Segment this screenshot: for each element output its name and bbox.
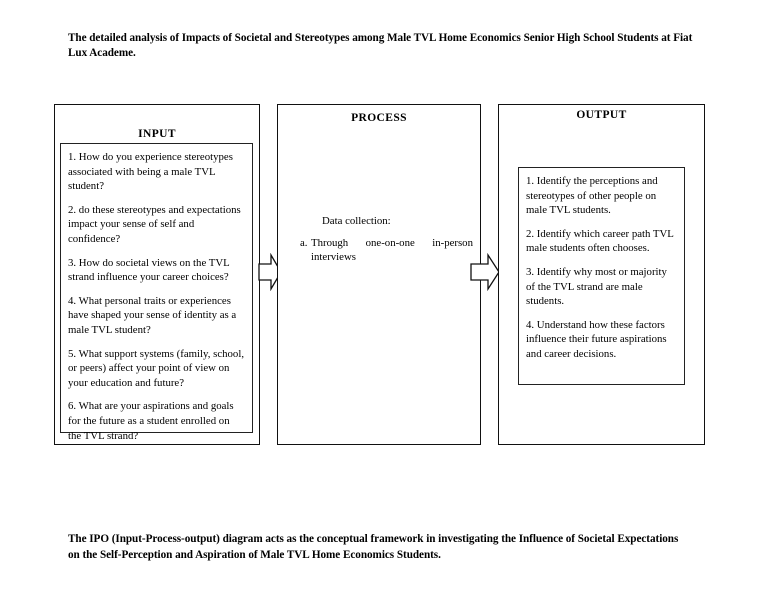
input-stage-heading: INPUT bbox=[138, 128, 176, 140]
output-results-panel: 1. Identify the perceptions and stereoty… bbox=[518, 167, 685, 385]
right-arrow-icon bbox=[258, 253, 282, 291]
process-step-line-1: Through one-on-one in-person bbox=[311, 236, 473, 251]
list-item: 3. Identify why most or majority of the … bbox=[526, 265, 667, 308]
input-questions-panel: 1. How do you experience stereotypes ass… bbox=[60, 143, 253, 442]
process-step-word: in-person bbox=[432, 236, 473, 249]
process-step-text: Through one-on-one in-person interviews bbox=[311, 236, 473, 265]
list-item: 1. How do you experience stereotypes ass… bbox=[68, 151, 233, 193]
process-step-word: Through bbox=[311, 236, 349, 249]
list-item: 2. Identify which career path TVL male s… bbox=[526, 227, 674, 255]
output-result-list: 1. Identify the perceptions and stereoty… bbox=[526, 174, 678, 362]
process-stage-heading: PROCESS bbox=[351, 112, 407, 124]
diagram-caption: The IPO (Input-Process-output) diagram a… bbox=[68, 533, 679, 561]
process-step-word: one-on-one bbox=[365, 236, 415, 249]
list-item: 2. do these stereotypes and expectations… bbox=[68, 203, 241, 245]
output-stage-heading: OUTPUT bbox=[576, 109, 627, 121]
process-step-line-2: interviews bbox=[311, 251, 356, 264]
list-item: 4. Understand how these factors influenc… bbox=[526, 318, 667, 360]
process-stage-box bbox=[277, 104, 481, 445]
list-item: 6. What are your aspirations and goals f… bbox=[68, 400, 234, 442]
right-arrow-icon bbox=[470, 253, 500, 291]
list-item: 4. What personal traits or experiences h… bbox=[68, 294, 237, 336]
list-item: 3. How do societal views on the TVL stra… bbox=[68, 256, 230, 284]
process-step-marker: a. bbox=[300, 236, 308, 249]
input-question-list: 1. How do you experience stereotypes ass… bbox=[68, 150, 245, 443]
page-title: The detailed analysis of Impacts of Soci… bbox=[68, 32, 693, 59]
process-content: Data collection: a. Through one-on-one i… bbox=[291, 214, 473, 265]
list-item: 1. Identify the perceptions and stereoty… bbox=[526, 175, 658, 217]
process-label: Data collection: bbox=[322, 215, 391, 227]
list-item: 5. What support systems (family, school,… bbox=[68, 347, 245, 389]
list-item: a. Through one-on-one in-person intervie… bbox=[291, 236, 473, 265]
